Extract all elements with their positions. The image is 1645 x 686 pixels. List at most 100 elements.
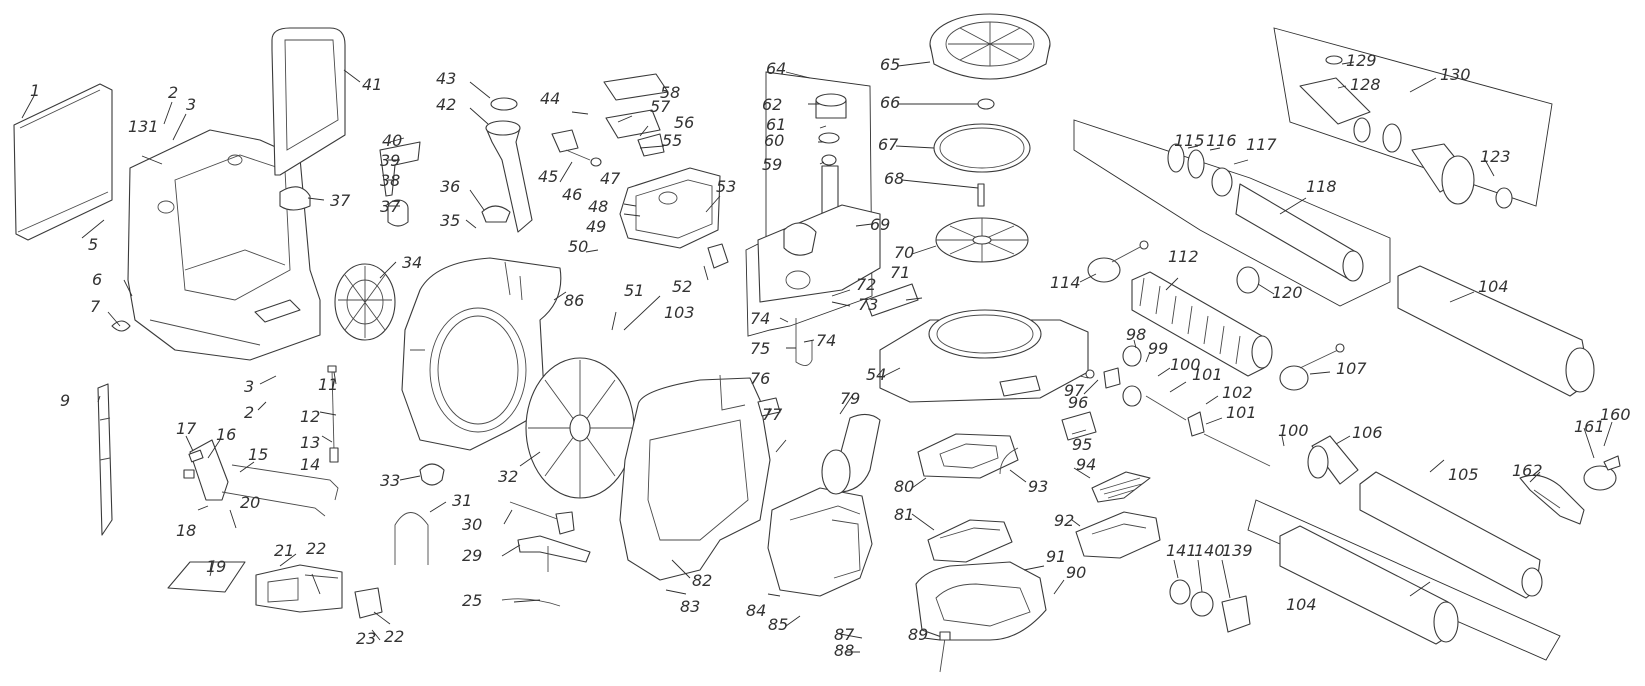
callout: 2	[168, 83, 178, 102]
tube-106	[1307, 435, 1359, 485]
callout: 6	[92, 270, 102, 289]
callout: 23	[356, 629, 376, 648]
callout: 86	[564, 291, 584, 310]
callout: 128	[1350, 75, 1381, 94]
tube-105	[1359, 471, 1543, 599]
callout: 20	[240, 493, 260, 512]
lever-parts	[183, 439, 339, 517]
plate-57-56	[605, 109, 665, 157]
callout: 58	[660, 83, 680, 102]
callout: 162	[1512, 461, 1543, 480]
callout: 107	[1336, 359, 1367, 378]
callout: 71	[890, 263, 910, 282]
bracket-36	[481, 205, 511, 223]
gasket-80	[917, 433, 1019, 479]
callout: 98	[1126, 325, 1146, 344]
callout: 140	[1194, 541, 1225, 560]
bolt-89	[939, 631, 951, 673]
clamp-107	[1279, 343, 1345, 391]
wire-25	[501, 598, 561, 607]
rod-11-14	[327, 365, 339, 463]
callout: 42	[436, 95, 456, 114]
callout: 64	[766, 59, 786, 78]
callout: 18	[176, 521, 196, 540]
callout: 67	[878, 135, 899, 154]
block-76	[757, 397, 781, 417]
callout: 45	[538, 167, 558, 186]
side-strip	[97, 383, 113, 536]
label-plate-19	[167, 561, 246, 593]
ring-7	[111, 320, 131, 332]
callout: 60	[764, 131, 784, 150]
callout: 75	[750, 339, 770, 358]
callout: 61	[766, 115, 786, 134]
callout: 105	[1448, 465, 1479, 484]
callout: 25	[462, 591, 482, 610]
fittings-96-102	[1085, 345, 1271, 467]
callout: 95	[1072, 435, 1092, 454]
callout: 40	[382, 131, 402, 150]
callout: 14	[300, 455, 320, 474]
callout: 43	[436, 69, 456, 88]
callout: 37	[380, 197, 401, 216]
callout: 114	[1050, 273, 1081, 292]
callout: 32	[498, 467, 518, 486]
callout: 85	[768, 615, 788, 634]
callout: 139	[1222, 541, 1253, 560]
nozzle-assembly-130	[1299, 55, 1513, 209]
group-130-outline	[1273, 27, 1553, 207]
harness-41	[271, 27, 346, 176]
long-tube-104-lower	[1279, 525, 1459, 645]
housing-82	[619, 374, 771, 581]
callout: 35	[440, 211, 460, 230]
damper-33	[419, 463, 445, 486]
flex-hose-112	[1131, 271, 1273, 377]
fuel-tank-69	[757, 204, 881, 303]
callout: 48	[588, 197, 608, 216]
callout: 104	[1286, 595, 1317, 614]
callout: 41	[362, 75, 382, 94]
filter-element-70	[935, 217, 1029, 263]
callout: 7	[90, 297, 101, 316]
clamp-114	[1087, 240, 1149, 283]
callout: 79	[840, 389, 860, 408]
callout: 49	[586, 217, 606, 236]
callout: 160	[1600, 405, 1631, 424]
callout: 131	[128, 117, 159, 136]
back-plate	[13, 83, 113, 241]
bracket-40-37	[279, 141, 421, 227]
small-parts-139-141	[1169, 579, 1251, 633]
frame-91	[915, 561, 1047, 641]
filter-base-54	[879, 309, 1089, 403]
callout: 117	[1246, 135, 1277, 154]
callout: 37	[330, 191, 351, 210]
callout: 76	[750, 369, 770, 388]
callout: 34	[402, 253, 422, 272]
foot-92	[1075, 511, 1161, 559]
callout: 62	[762, 95, 782, 114]
callout: 118	[1306, 177, 1337, 196]
handle-162	[1519, 474, 1585, 525]
fitting-45-46	[551, 129, 602, 167]
carburetor-body-49	[619, 167, 721, 249]
callout: 120	[1272, 283, 1303, 302]
tube-assembly-115-118	[1167, 143, 1364, 282]
callout: 101	[1192, 365, 1223, 384]
callout: 123	[1480, 147, 1511, 166]
pad-58	[603, 73, 669, 101]
callout: 36	[440, 177, 460, 196]
pipe-93	[999, 447, 1019, 475]
gear-52	[707, 243, 729, 269]
callout: 101	[1226, 403, 1257, 422]
callout: 103	[664, 303, 695, 322]
callout: 12	[300, 407, 320, 426]
callout: 96	[1068, 393, 1088, 412]
callout: 88	[834, 641, 854, 660]
callout: 83	[680, 597, 700, 616]
callout: 94	[1076, 455, 1096, 474]
callout: 72	[856, 275, 876, 294]
callout: 106	[1352, 423, 1383, 442]
callout: 30	[462, 515, 482, 534]
callout: 70	[894, 243, 914, 262]
callout: 97	[1064, 381, 1085, 400]
